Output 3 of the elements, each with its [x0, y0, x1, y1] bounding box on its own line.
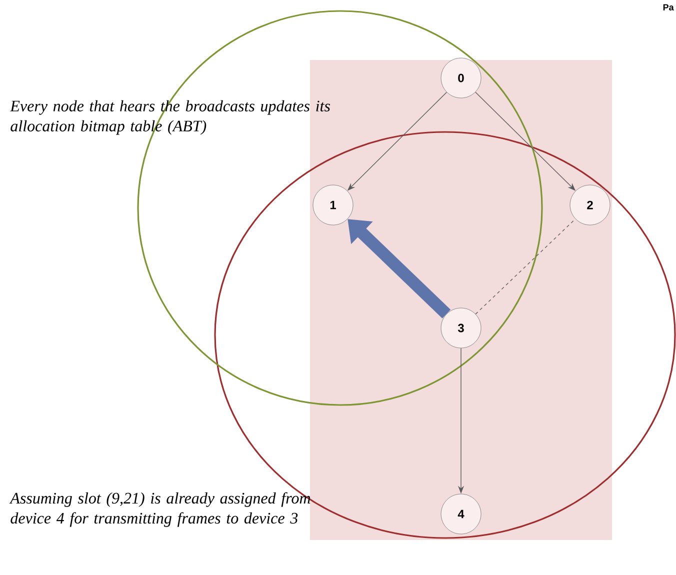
- dashed-line: [475, 218, 576, 314]
- cut-off-text: Pa: [663, 4, 674, 10]
- note-text: Assuming slot (9,21) is already assigned from device 4 for transmitting frames to device 3: [9, 492, 310, 527]
